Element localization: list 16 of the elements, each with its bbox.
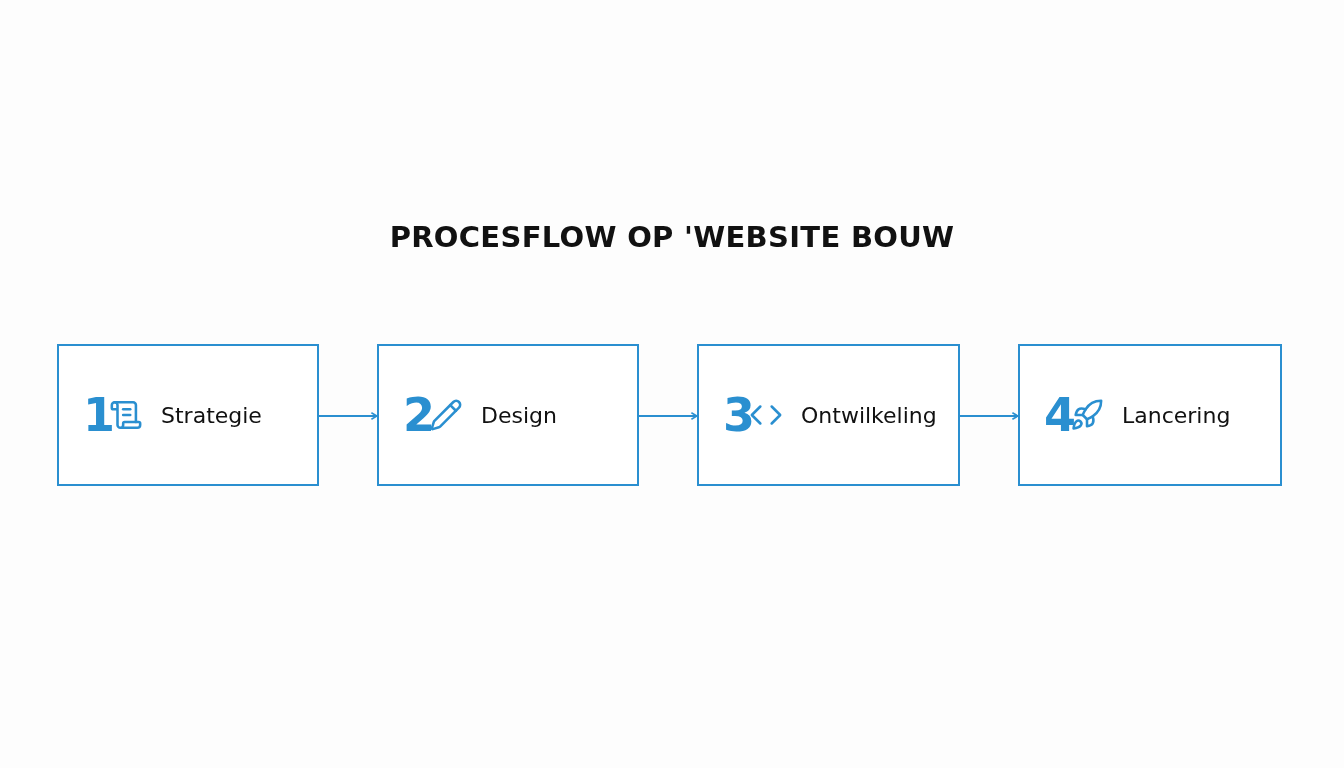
- step-number: 2: [403, 392, 435, 438]
- step-label: Strategie: [161, 402, 262, 428]
- arrow: [638, 412, 698, 420]
- diagram-title: PROCESFLOW OP 'WEBSITE BOUW: [388, 220, 956, 254]
- step-label: Design: [481, 402, 557, 428]
- process-box: [697, 344, 960, 486]
- process-box: [377, 344, 639, 486]
- arrow: [959, 412, 1019, 420]
- step-label: Lancering: [1122, 402, 1231, 428]
- step-number: 3: [723, 392, 755, 438]
- step-label: Ontwilkeling: [801, 402, 937, 428]
- step-number: 1: [83, 392, 115, 438]
- step-number: 4: [1044, 392, 1076, 438]
- process-box: [1018, 344, 1282, 486]
- arrow: [318, 412, 378, 420]
- process-box: [57, 344, 319, 486]
